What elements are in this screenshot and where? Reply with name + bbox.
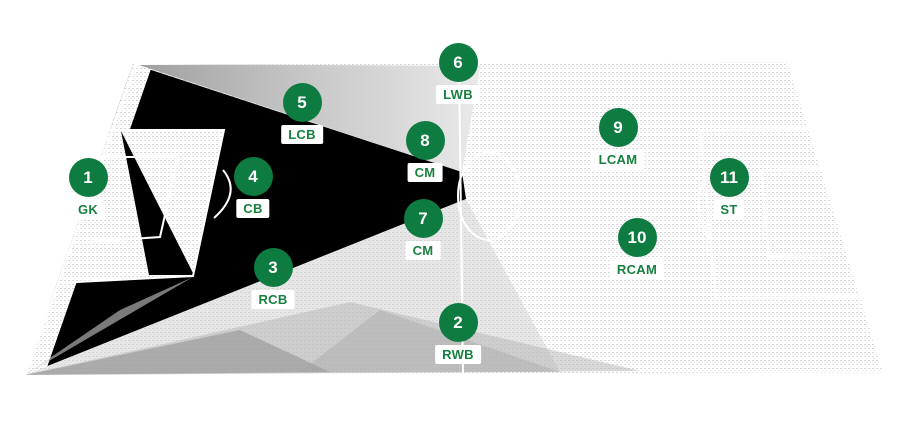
player-number: 7 (418, 208, 428, 228)
player-number-badge[interactable]: 4 (233, 156, 273, 196)
player-number: 1 (83, 167, 93, 187)
player-number-badge[interactable]: 7 (403, 198, 443, 238)
player-number-badge[interactable]: 3 (253, 247, 293, 287)
player-position-label: RCAM (609, 259, 665, 279)
player-number-badge[interactable]: 8 (405, 120, 445, 160)
player-position-label: LCAM (591, 149, 645, 169)
player-position-label: ST (713, 199, 745, 219)
left-penalty-arc (213, 169, 232, 219)
left-goal-area (69, 156, 180, 244)
fan-wedge-4 (300, 310, 560, 372)
player-number: 2 (453, 312, 463, 332)
player-number: 11 (720, 167, 738, 187)
player-position-label: RWB (435, 344, 481, 364)
player-position-label: LCB (281, 124, 323, 144)
right-goal-area (759, 168, 840, 258)
player-position-label: CB (236, 198, 270, 218)
player-number: 9 (613, 117, 623, 137)
right-penalty-box (698, 128, 862, 300)
player-number: 5 (297, 92, 307, 112)
player-position-label: GK (70, 199, 106, 219)
player-position-label: CM (405, 240, 441, 260)
player-number-badge[interactable]: 10 (617, 217, 657, 257)
player-number-badge[interactable]: 1 (68, 157, 108, 197)
player-position-label: LWB (436, 84, 480, 104)
player-number-badge[interactable]: 9 (598, 107, 638, 147)
right-penalty-arc (697, 175, 714, 244)
bottom-right-white-box (792, 375, 897, 398)
fan-wedge-3 (25, 330, 330, 375)
player-number-badge[interactable]: 11 (709, 157, 749, 197)
pitch-boundary (23, 59, 886, 378)
left-penalty-box (56, 129, 226, 284)
pitch-lines (23, 59, 886, 378)
player-number: 4 (248, 166, 258, 186)
glitch-black-box-wedge (121, 131, 194, 275)
fan-wedge-5 (25, 277, 193, 375)
player-position-label: CM (407, 162, 443, 182)
player-number: 6 (453, 52, 463, 72)
player-number-badge[interactable]: 5 (282, 82, 322, 122)
player-number-badge[interactable]: 6 (438, 42, 478, 82)
player-number: 3 (268, 257, 278, 277)
center-circle (457, 151, 521, 241)
player-number: 10 (627, 227, 647, 247)
player-number: 8 (420, 130, 430, 150)
player-number-badge[interactable]: 2 (438, 302, 478, 342)
player-position-label: RCB (251, 289, 295, 309)
